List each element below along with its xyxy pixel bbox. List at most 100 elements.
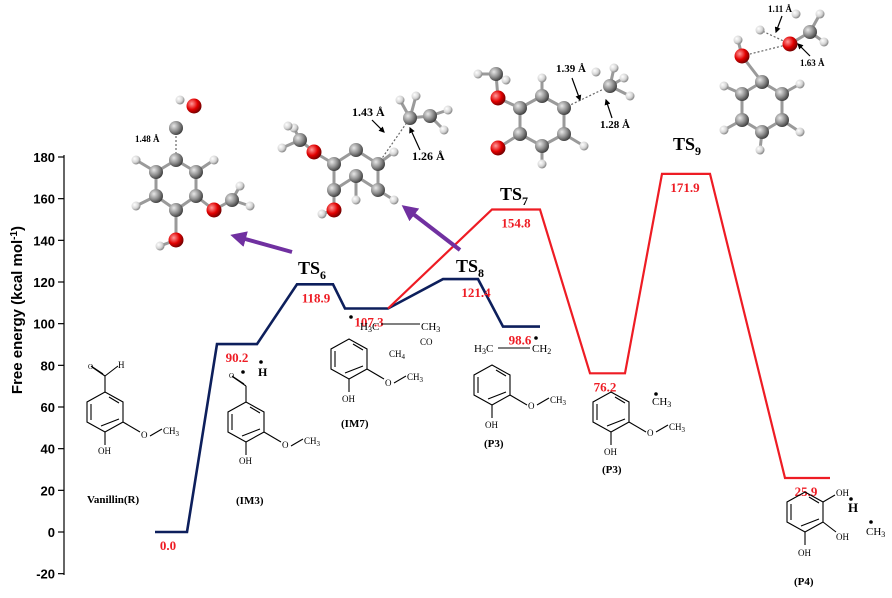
oxygen-atom xyxy=(168,232,184,248)
im3-o: O xyxy=(229,372,234,380)
carbon-atom xyxy=(513,127,527,141)
carbon-atom xyxy=(735,113,749,127)
im3-structure xyxy=(227,375,304,455)
ts8-distance-2: 1.26 Å xyxy=(412,149,445,163)
hydrogen-atom xyxy=(609,63,619,73)
carbon-atom xyxy=(327,157,341,171)
im3-oh: OH xyxy=(239,456,252,466)
structure-text: H O O CH3 OH O H O CH3 OH H3C CH3 CH4 CO… xyxy=(88,321,885,558)
p3-ch2: CH2 xyxy=(532,343,551,356)
ts7-distance-2: 1.28 Å xyxy=(600,119,630,131)
oxygen-atom xyxy=(490,90,506,106)
carbon-atom xyxy=(755,125,769,139)
ts8-pointer-arrow xyxy=(401,205,462,252)
hydrogen-atom xyxy=(537,73,547,83)
carbon-atom xyxy=(423,109,437,123)
distance-arrows xyxy=(371,15,811,151)
hydrogen-atom xyxy=(439,125,449,135)
p3-oh: OH xyxy=(485,420,498,430)
p3-h3c: H3C xyxy=(474,343,493,356)
hydrogen-atom xyxy=(317,209,327,219)
im7-label: (IM7) xyxy=(341,418,369,430)
carbon-atom xyxy=(149,165,163,179)
energy-label-e-107: 107.3 xyxy=(354,314,384,329)
ts9-geometry xyxy=(719,9,829,155)
hydrogen-atom xyxy=(795,127,805,137)
carbon-atom xyxy=(775,113,789,127)
carbon-atom xyxy=(403,111,417,125)
p4-ch3-radical: CH3 xyxy=(866,526,885,539)
im3-h-radical: H xyxy=(258,365,268,379)
y-tick-label: 140 xyxy=(33,233,55,248)
energy-label-e-171: 171.9 xyxy=(670,180,700,195)
vanillin-label: Vanillin(R) xyxy=(87,494,140,506)
vanillin-oh: OH xyxy=(98,446,111,456)
p4-structure xyxy=(786,491,837,545)
hydrogen-atom xyxy=(277,143,287,153)
hydrogen-atom xyxy=(209,155,219,165)
hydrogen-atom xyxy=(791,9,801,19)
carbon-atom xyxy=(371,183,385,197)
energy-label-e-118: 118.9 xyxy=(302,290,331,305)
carbon-atom xyxy=(603,79,617,93)
energy-label-e-0: 0.0 xyxy=(160,538,176,553)
energy-label-e-154: 154.8 xyxy=(501,216,531,231)
hydrogen-atom xyxy=(389,147,399,157)
p3-label-red: (P3) xyxy=(602,464,622,476)
blue-reaction-path xyxy=(155,277,540,534)
carbon-atom xyxy=(189,189,203,203)
hydrogen-atom xyxy=(501,75,511,85)
carbon-atom xyxy=(349,169,363,183)
carbon-atom xyxy=(489,67,503,81)
p3b-ch3: CH3 xyxy=(669,422,686,434)
energy-label-e-90: 90.2 xyxy=(226,350,249,365)
oxygen-atom xyxy=(306,144,322,160)
y-tick-label: -20 xyxy=(36,567,55,582)
hydrogen-atom xyxy=(283,121,293,131)
hydrogen-atom xyxy=(733,35,743,45)
im7-h3c: H3C xyxy=(360,321,379,334)
hydrogen-atom xyxy=(131,201,141,211)
carbon-atom xyxy=(149,189,163,203)
hydrogen-atom xyxy=(591,67,601,77)
carbon-atom xyxy=(169,203,183,217)
carbon-atom xyxy=(225,193,239,207)
hydrogen-atom xyxy=(819,37,829,47)
distance-labels: 1.48 Å 1.43 Å 1.26 Å 1.39 Å 1.28 Å 1.11 … xyxy=(135,4,825,163)
vanillin-ch3: CH3 xyxy=(163,426,180,438)
radical-dots xyxy=(241,315,873,524)
ts9-label: TS9 xyxy=(673,134,701,158)
y-tick-label: 160 xyxy=(33,192,55,207)
carbon-atom xyxy=(513,101,527,115)
carbon-atom xyxy=(557,127,571,141)
im7-ch3-right: CH3 xyxy=(421,321,440,334)
hydrogen-atom xyxy=(719,125,729,135)
hydrogen-atom xyxy=(395,95,405,105)
y-tick-label: 80 xyxy=(41,358,55,373)
carbon-atom xyxy=(735,87,749,101)
ts9-distance-2: 1.63 Å xyxy=(800,58,825,68)
p3-ether-o: O xyxy=(528,401,535,411)
oxygen-atom xyxy=(782,36,798,52)
hydrogen-atom xyxy=(155,241,165,251)
p3-label-blue: (P3) xyxy=(484,438,504,450)
carbon-atom xyxy=(327,183,341,197)
carbon-atom xyxy=(169,153,183,167)
p4-oh-1: OH xyxy=(836,488,849,498)
ts7-distance-1: 1.39 Å xyxy=(556,63,586,75)
hydrogen-atom xyxy=(625,91,635,101)
ts9-distance-1: 1.11 Å xyxy=(768,4,793,14)
ts-labels: TS6 TS8 TS7 TS9 xyxy=(298,134,701,282)
red-reaction-path xyxy=(387,172,830,480)
hydrogen-atom xyxy=(235,181,245,191)
ts6-label: TS6 xyxy=(298,258,326,282)
hydrogen-atom xyxy=(443,105,453,115)
ts6-pointer-arrow xyxy=(230,231,293,254)
y-tick-label: 60 xyxy=(41,400,55,415)
hydrogen-atom xyxy=(619,73,629,83)
carbon-atom xyxy=(557,101,571,115)
ts8-geometry xyxy=(277,91,453,219)
